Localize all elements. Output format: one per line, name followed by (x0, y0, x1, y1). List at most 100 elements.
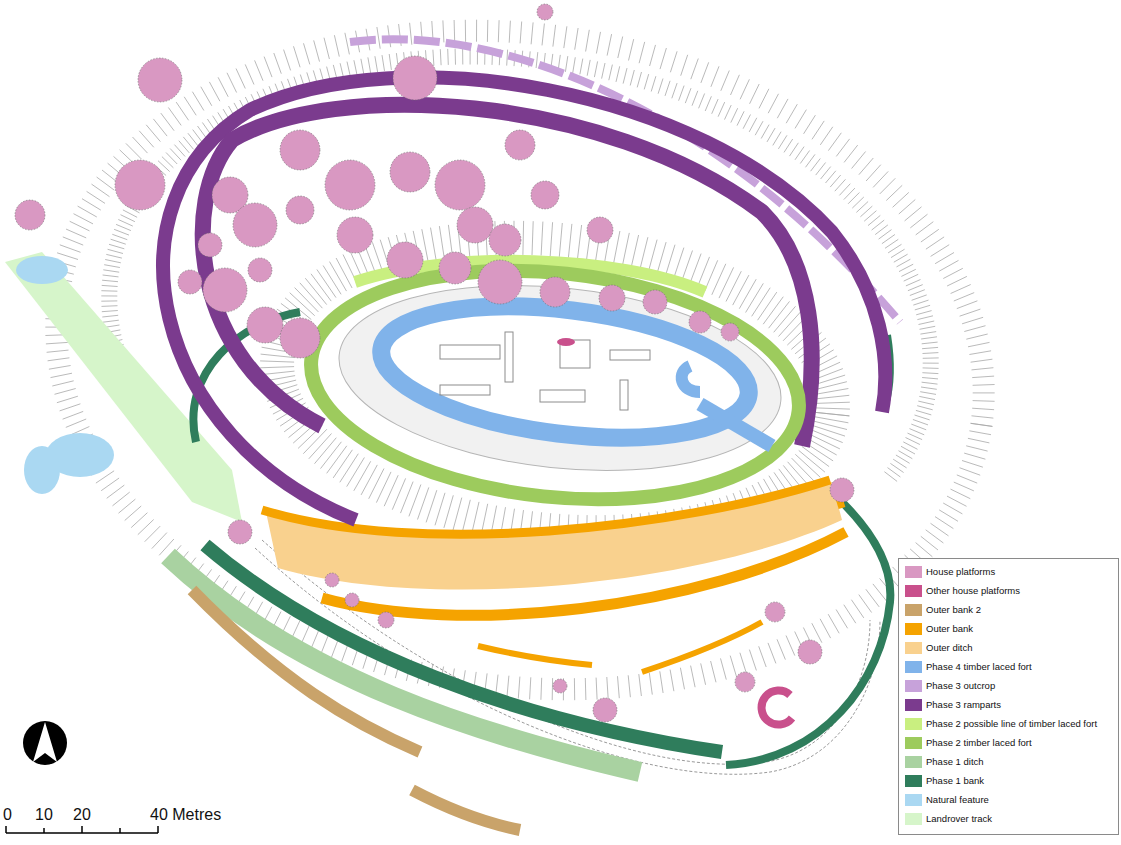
legend-text: House platforms (926, 565, 995, 579)
house-platform (593, 698, 617, 722)
house-platform (489, 224, 521, 256)
legend-swatch (905, 566, 922, 578)
house-platform (798, 640, 822, 664)
scale-tick (81, 826, 83, 833)
house-platform (203, 268, 247, 312)
house-platform (587, 217, 613, 243)
legend-row: Phase 2 timber laced fort (899, 736, 1118, 751)
house-platform (735, 672, 755, 692)
north-arrow (33, 722, 57, 762)
house-platform (457, 207, 493, 243)
scale-tick (157, 826, 159, 833)
house-platform (505, 130, 535, 160)
legend-row: Phase 1 ditch (899, 755, 1118, 770)
legend-swatch (905, 794, 922, 806)
legend-text: Phase 4 timber laced fort (926, 660, 1032, 674)
house-platform (393, 56, 437, 100)
legend-row: Phase 3 outcrop (899, 679, 1118, 694)
legend-text: Outer bank 2 (926, 603, 981, 617)
legend-swatch (905, 775, 922, 787)
house-platform (439, 252, 471, 284)
legend-text: Phase 2 timber laced fort (926, 736, 1032, 750)
scale-bar (6, 826, 158, 833)
legend-row: House platforms (899, 565, 1118, 580)
house-platform (830, 478, 854, 502)
legend-swatch (905, 623, 922, 635)
phase4-fort (374, 288, 756, 456)
house-platform (325, 160, 375, 210)
hachure (45, 20, 994, 701)
scale-label: 10 (35, 806, 53, 824)
house-platform (540, 277, 570, 307)
house-platform (233, 203, 277, 247)
legend-row: Phase 3 ramparts (899, 698, 1118, 713)
legend-text: Phase 3 outcrop (926, 679, 995, 693)
phase4-entrance (700, 404, 772, 446)
natural-feature (16, 256, 68, 284)
legend-swatch (905, 680, 922, 692)
legend-row: Phase 2 possible line of timber laced fo… (899, 717, 1118, 732)
inner-platform (330, 265, 790, 490)
outer-bank (478, 646, 592, 665)
house-platforms (15, 4, 854, 722)
legend-text: Landrover track (926, 812, 992, 826)
scale-tick (5, 826, 7, 833)
house-platform (280, 318, 320, 358)
building-outlines (440, 332, 650, 410)
legend-swatch (905, 604, 922, 616)
house-platform (345, 593, 359, 607)
building-outline (505, 332, 513, 382)
phase4-entrance (682, 366, 700, 392)
legend-box: House platformsOther house platformsOute… (898, 558, 1119, 835)
house-platform (247, 307, 283, 343)
house-platform (553, 679, 567, 693)
legend-swatch (905, 813, 922, 825)
legend-text: Phase 2 possible line of timber laced fo… (926, 717, 1097, 731)
legend-swatch (905, 737, 922, 749)
house-platform (599, 285, 625, 311)
scale-label: 20 (73, 806, 91, 824)
legend-swatch (905, 661, 922, 673)
legend-swatch (905, 756, 922, 768)
legend-swatch (905, 642, 922, 654)
house-platform (325, 573, 339, 587)
legend-row: Outer ditch (899, 641, 1118, 656)
outer-bank (642, 622, 762, 672)
legend-text: Other house platforms (926, 584, 1020, 598)
hachure (260, 221, 850, 549)
other-house-platform (762, 691, 792, 725)
scale-label: 40 Metres (150, 806, 221, 824)
scale-tick (119, 828, 121, 833)
legend-swatch (905, 699, 922, 711)
house-platform (390, 152, 430, 192)
house-platform (248, 258, 272, 282)
legend-text: Outer bank (926, 622, 973, 636)
legend-text: Phase 1 bank (926, 774, 984, 788)
house-platform (228, 520, 252, 544)
legend-row: Natural feature (899, 793, 1118, 808)
house-platform (138, 58, 182, 102)
house-platform (435, 160, 485, 210)
house-platform (337, 217, 373, 253)
house-platform (378, 612, 394, 628)
legend-text: Phase 3 ramparts (926, 698, 1001, 712)
legend-row: Phase 4 timber laced fort (899, 660, 1118, 675)
outer-bank-2 (412, 790, 520, 830)
other-house-platform (557, 338, 575, 346)
house-platform (15, 200, 45, 230)
legend-swatch (905, 585, 922, 597)
legend-text: Outer ditch (926, 641, 972, 655)
house-platform (478, 260, 522, 304)
house-platform (765, 602, 785, 622)
natural-feature (24, 446, 60, 494)
house-platform (387, 242, 423, 278)
legend-swatch (905, 718, 922, 730)
house-platform (643, 290, 667, 314)
legend-text: Natural feature (926, 793, 989, 807)
building-outline (620, 380, 628, 410)
house-platform (198, 233, 222, 257)
house-platform (721, 323, 739, 341)
house-platform (178, 270, 202, 294)
building-outline (440, 345, 500, 359)
building-outline (610, 350, 650, 360)
